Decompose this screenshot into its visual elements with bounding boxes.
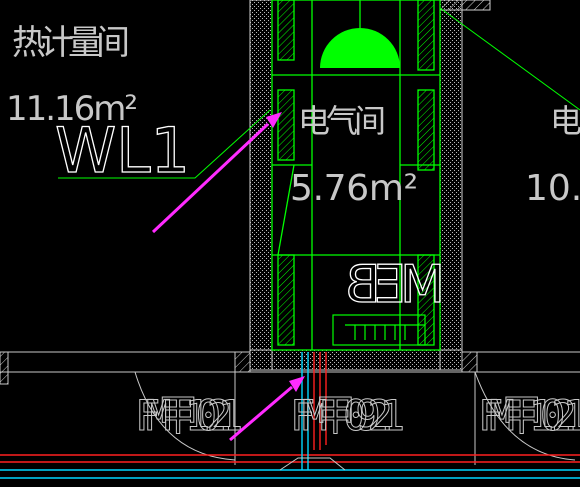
pipes: [0, 352, 580, 479]
leader-lines: [58, 7, 580, 179]
arrow-to-electrical-room: [151, 112, 282, 234]
door-code-right: FM甲1021: [478, 391, 580, 440]
meb-panel: [332, 314, 426, 346]
dome-fixture: [320, 0, 400, 68]
shaft-masonry-walls: [249, 0, 463, 371]
corridor-lines: [0, 351, 580, 385]
room-area-heat-metering: 11.16m²: [6, 89, 138, 129]
label-wl1: WL1: [55, 114, 190, 187]
arrow-to-door: [229, 376, 305, 442]
door-code-middle: FM甲0921: [290, 391, 405, 440]
room-name-heat-metering: 热计量间: [12, 23, 130, 63]
annotation-arrows: [151, 112, 305, 442]
door-code-left: FM甲1021: [135, 391, 243, 440]
door-swings: [134, 371, 576, 465]
shaft-green-walls: [271, 0, 441, 351]
label-meb: MEB: [345, 255, 445, 315]
room-area-electrical: 5.76m²: [290, 168, 418, 209]
room-name-partial: 电: [550, 102, 580, 140]
room-area-partial: 10.: [525, 168, 580, 209]
room-name-electrical: 电气间: [298, 102, 386, 140]
